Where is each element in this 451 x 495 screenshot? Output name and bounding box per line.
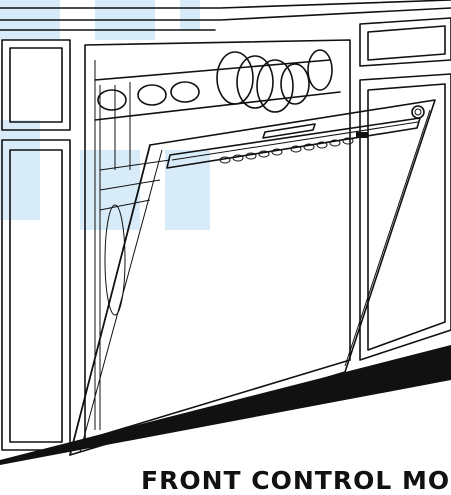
- tub-interior: [84, 39, 351, 441]
- logo-icon: [411, 105, 425, 119]
- dishwasher-door: [69, 99, 436, 456]
- control-panel: [166, 105, 425, 169]
- brand-badge: [356, 132, 368, 138]
- cabinets: [0, 0, 451, 465]
- upper-rack: [94, 49, 341, 170]
- section-caption: FRONT CONTROL MOD: [141, 466, 451, 495]
- control-buttons: [219, 137, 354, 164]
- watermark: [0, 0, 210, 230]
